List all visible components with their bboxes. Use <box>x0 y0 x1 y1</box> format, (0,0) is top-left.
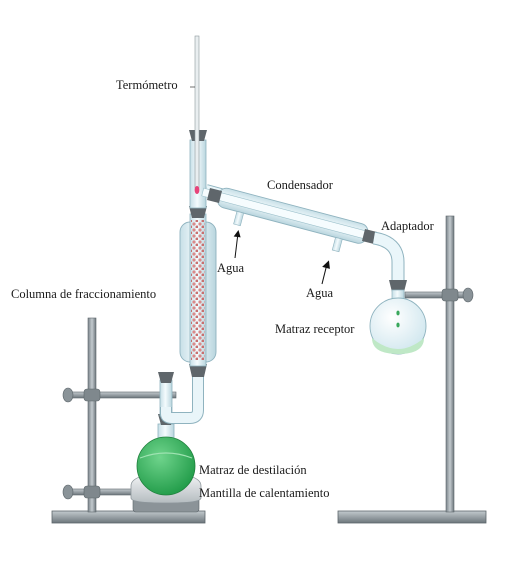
fractionating-column-label: Columna de fraccionamiento <box>11 287 157 301</box>
condenser <box>201 187 384 253</box>
condenser-outlet-stopper <box>362 229 377 244</box>
water-out-arrow <box>321 260 330 285</box>
condenser-label: Condensador <box>267 178 333 192</box>
condenser-inlet-stopper <box>207 188 222 203</box>
left-ring-stand <box>51 317 206 524</box>
water-outlet-label: Agua <box>306 286 334 300</box>
water-in-arrow <box>233 230 241 259</box>
receiving-flask <box>369 289 427 355</box>
vacuum-adapter <box>372 231 407 292</box>
thermometer-label: Termómetro <box>116 78 178 92</box>
water-inlet-label: Agua <box>217 261 245 275</box>
receiving-flask-label: Matraz receptor <box>275 322 355 336</box>
heating-mantle-label: Mantilla de calentamiento <box>199 486 330 500</box>
distillation-flask-label: Matraz de destilación <box>199 463 307 477</box>
adapter-label: Adaptador <box>381 219 434 233</box>
thermometer <box>194 35 200 194</box>
connecting-adapter <box>158 364 207 424</box>
right-ring-stand <box>337 215 487 524</box>
distillation-flask <box>136 414 196 496</box>
fractionating-column <box>179 206 217 367</box>
